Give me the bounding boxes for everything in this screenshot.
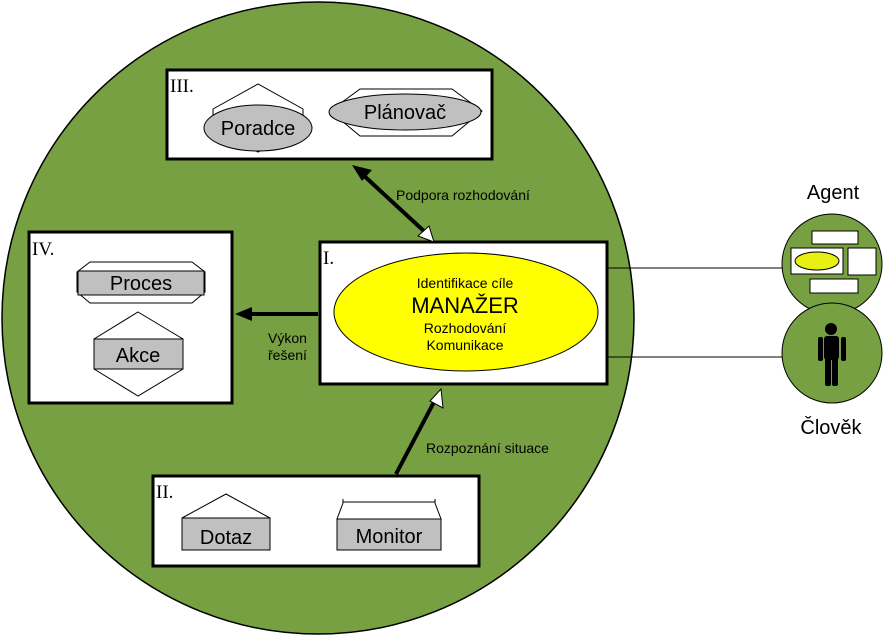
recognition-arrow-head bbox=[429, 387, 444, 409]
dotaz-label: Dotaz bbox=[200, 527, 252, 549]
manager-title: MANAŽER bbox=[411, 293, 519, 318]
dotaz-shape bbox=[181, 517, 271, 551]
akce-shape bbox=[93, 338, 184, 370]
execution-label-1: Výkon bbox=[268, 330, 307, 346]
planovac-label: Plánovač bbox=[364, 102, 446, 124]
support-arrow-head bbox=[352, 165, 372, 181]
monitor-shape bbox=[336, 518, 442, 551]
planovac-hexagon-outline bbox=[329, 88, 483, 137]
agent-right-block bbox=[847, 247, 877, 276]
support-arrow-label: Podpora rozhodování bbox=[396, 187, 530, 203]
manager-decision: Rozhodování bbox=[424, 320, 507, 336]
support-arrow-line bbox=[359, 171, 428, 235]
box-i-label: I. bbox=[323, 248, 334, 269]
akce-label: Akce bbox=[116, 345, 160, 367]
agent-top-block bbox=[811, 230, 859, 245]
box-ii-label: II. bbox=[156, 482, 173, 503]
recognition-arrow-line bbox=[394, 401, 436, 475]
monitor-label: Monitor bbox=[356, 526, 423, 548]
poradce-label: Poradce bbox=[221, 118, 296, 140]
proces-shape bbox=[77, 270, 205, 296]
manager-ellipse bbox=[333, 252, 599, 372]
human-figure-icon bbox=[818, 323, 846, 386]
manager-goal: Identifikace cíle bbox=[417, 275, 514, 291]
execution-label-2: řešení bbox=[268, 347, 307, 363]
recognition-arrow-label: Rozpoznání situace bbox=[426, 440, 549, 456]
box-iii-label: III. bbox=[170, 76, 194, 97]
proces-label: Proces bbox=[110, 273, 172, 295]
agent-title: Agent bbox=[807, 182, 860, 204]
execution-arrow-head bbox=[235, 307, 252, 321]
manager-communication: Komunikace bbox=[426, 337, 503, 353]
box-iv-label: IV. bbox=[32, 239, 54, 260]
poradce-shape bbox=[203, 104, 313, 152]
human-title: Člověk bbox=[800, 416, 862, 439]
support-arrow-tail bbox=[417, 225, 435, 243]
planovac-shape bbox=[328, 93, 482, 131]
agent-core-ellipse bbox=[794, 251, 840, 271]
agent-bottom-block bbox=[809, 278, 859, 294]
